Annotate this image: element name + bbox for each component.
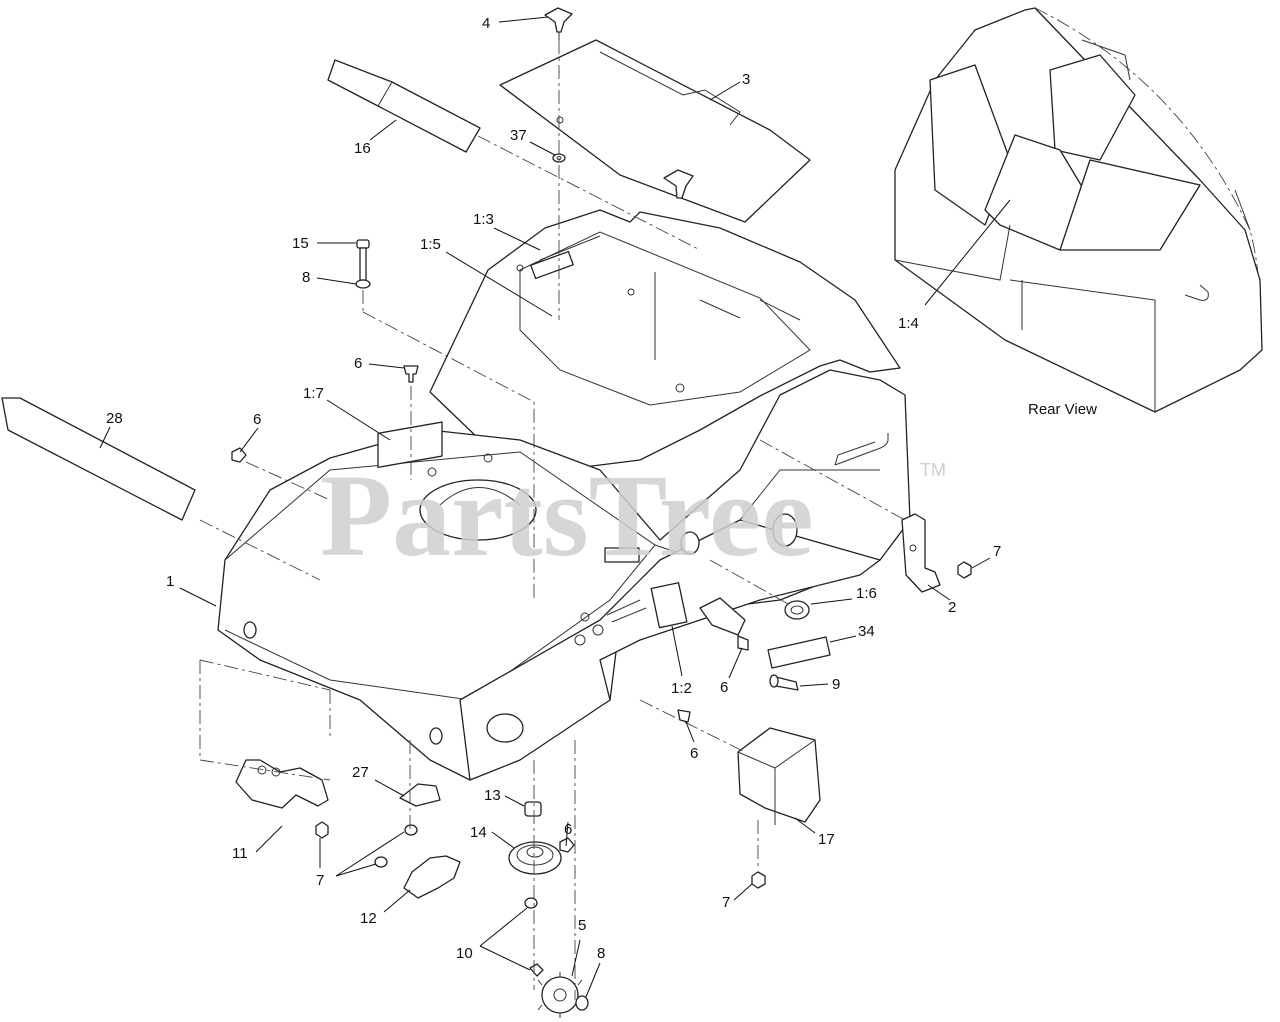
callout-1: 1 [166,573,174,590]
callout-1-4: 1:4 [898,315,919,332]
part-bracket-27 [399,783,441,807]
part-knob [544,7,573,40]
part-washers-7b [374,824,418,868]
part-bracket-11 [235,759,329,809]
part-axle [680,531,746,636]
part-pin-6c [677,709,691,723]
callout-2: 2 [948,599,956,616]
callout-1-5: 1:5 [420,236,441,253]
callout-37: 37 [510,127,527,144]
part-pin-6a [403,365,419,383]
part-bracket-12 [403,855,461,899]
callout-7: 7 [722,894,730,911]
callout-4: 4 [482,15,490,32]
part-guard-17 [737,727,821,825]
rear-view-caption: Rear View [1028,401,1097,418]
rear-view-inset [894,7,1263,413]
callout-1-7: 1:7 [303,385,324,402]
callout-13: 13 [484,787,501,804]
callout-11: 11 [232,845,248,862]
callout-17: 17 [818,831,835,848]
part-screw-6e [559,837,575,853]
part-bolt-15 [356,239,370,281]
callout-7: 7 [316,872,324,889]
callout-8: 8 [302,269,310,286]
assembly-centerlines [199,40,906,1000]
callout-10: 10 [456,945,473,962]
part-nut-7c [751,871,766,889]
part-pin-6d [737,635,749,651]
callout-5: 5 [578,917,586,934]
callout-14: 14 [470,824,487,841]
callout-12: 12 [360,910,377,927]
callout-28: 28 [106,410,123,427]
callout-7: 7 [993,543,1001,560]
part-label-34 [767,636,831,669]
part-strip-28 [1,397,196,521]
part-nut-7a [957,561,972,579]
watermark-trademark: TM [920,460,946,480]
callout-6: 6 [253,411,261,428]
part-pin-9 [769,674,799,691]
callout-1-2: 1:2 [671,680,692,697]
part-strip-16 [327,59,481,153]
part-washer-8a [355,279,371,289]
part-washer-8b [575,995,589,1011]
callout-1-3: 1:3 [473,211,494,228]
callout-27: 27 [352,764,369,781]
callout-8: 8 [597,945,605,962]
part-cover-plate [499,39,811,223]
part-screw-6b [231,447,247,463]
callout-3: 3 [742,71,750,88]
callout-9: 9 [832,676,840,693]
callout-labels: 4 3 16 37 1:3 1:5 15 8 6 1:7 28 6 1 1:4 … [106,15,1001,962]
main-frame [217,209,1135,781]
callout-6: 6 [354,355,362,372]
callout-6: 6 [690,745,698,762]
callout-16: 16 [354,140,371,157]
part-bracket-2 [901,513,941,593]
callout-1-6: 1:6 [856,585,877,602]
part-pulley-14 [508,841,562,875]
part-spacer-13 [524,801,542,817]
callout-6: 6 [564,821,572,838]
part-nut-7b [315,821,329,839]
callout-15: 15 [292,235,309,252]
part-bushing-1-6 [784,600,810,620]
callout-6: 6 [720,679,728,696]
callout-34: 34 [858,623,875,640]
leader-lines [99,16,1011,998]
watermark-text: PartsTree [320,450,814,581]
